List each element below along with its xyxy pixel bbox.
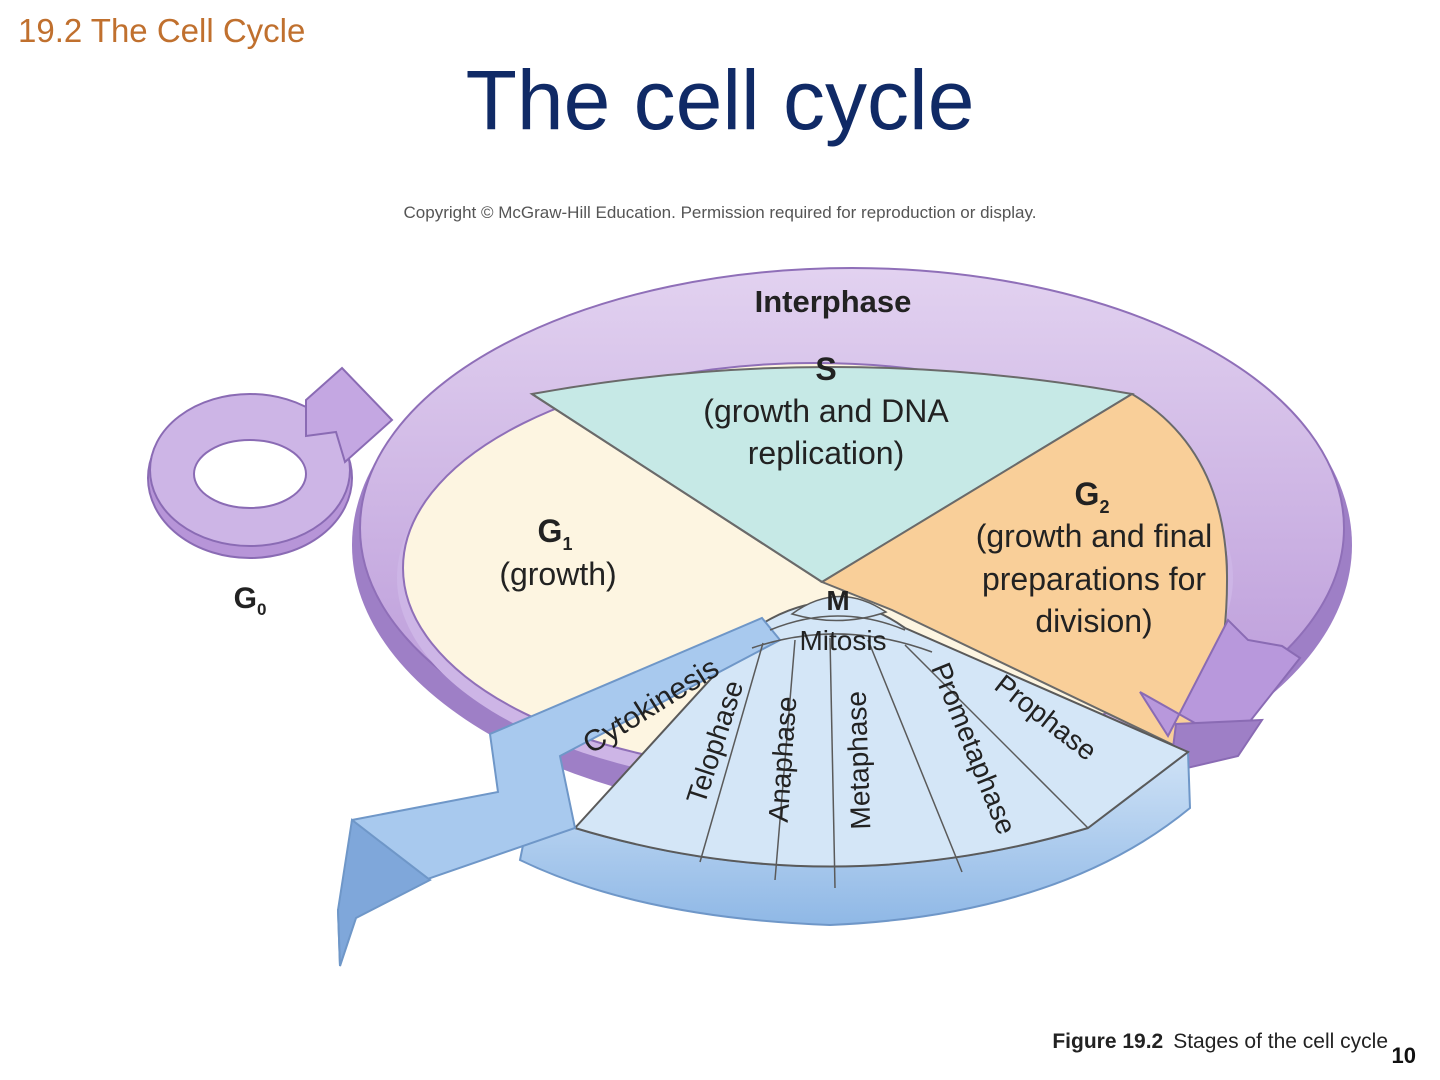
s-title: S xyxy=(815,351,836,387)
phase-dividers xyxy=(699,637,1089,889)
interphase-label: Interphase xyxy=(755,284,912,319)
g2-desc-line2: preparations for xyxy=(982,561,1206,597)
g1-title: G1 xyxy=(538,513,573,554)
m-title: M xyxy=(826,585,849,616)
s-phase-segment xyxy=(529,366,1135,584)
figure-label: Figure 19.2 xyxy=(1052,1030,1164,1053)
slide-title: The cell cycle xyxy=(465,53,975,147)
s-desc-line1: (growth and DNA xyxy=(703,393,949,429)
phase-metaphase: Metaphase xyxy=(841,691,877,831)
section-label: 19.2 The Cell Cycle xyxy=(18,12,306,49)
mitosis-arc-outer xyxy=(751,633,933,653)
copyright-notice: Copyright © McGraw-Hill Education. Permi… xyxy=(403,203,1037,222)
g2-title: G2 xyxy=(1075,476,1110,517)
mitosis-arc-inner xyxy=(769,615,906,631)
g0-arrowhead xyxy=(305,366,394,464)
m-center xyxy=(790,595,888,622)
g0-label: G0 xyxy=(234,582,267,619)
page-number: 10 xyxy=(1391,1043,1416,1068)
s-desc-line2: replication) xyxy=(748,435,905,471)
figure-caption-text: Stages of the cell cycle xyxy=(1173,1030,1388,1053)
g0-loop xyxy=(147,366,394,559)
g2-desc-line3: division) xyxy=(1035,603,1152,639)
g2-desc-line1: (growth and final xyxy=(976,518,1213,554)
mitosis-label: Mitosis xyxy=(799,625,886,656)
figure-caption: Figure 19.2 Stages of the cell cycle xyxy=(1052,1030,1388,1054)
g1-s-divider xyxy=(531,393,823,583)
g1-desc: (growth) xyxy=(499,556,616,592)
cytokinesis-arrow-tip xyxy=(336,818,432,967)
